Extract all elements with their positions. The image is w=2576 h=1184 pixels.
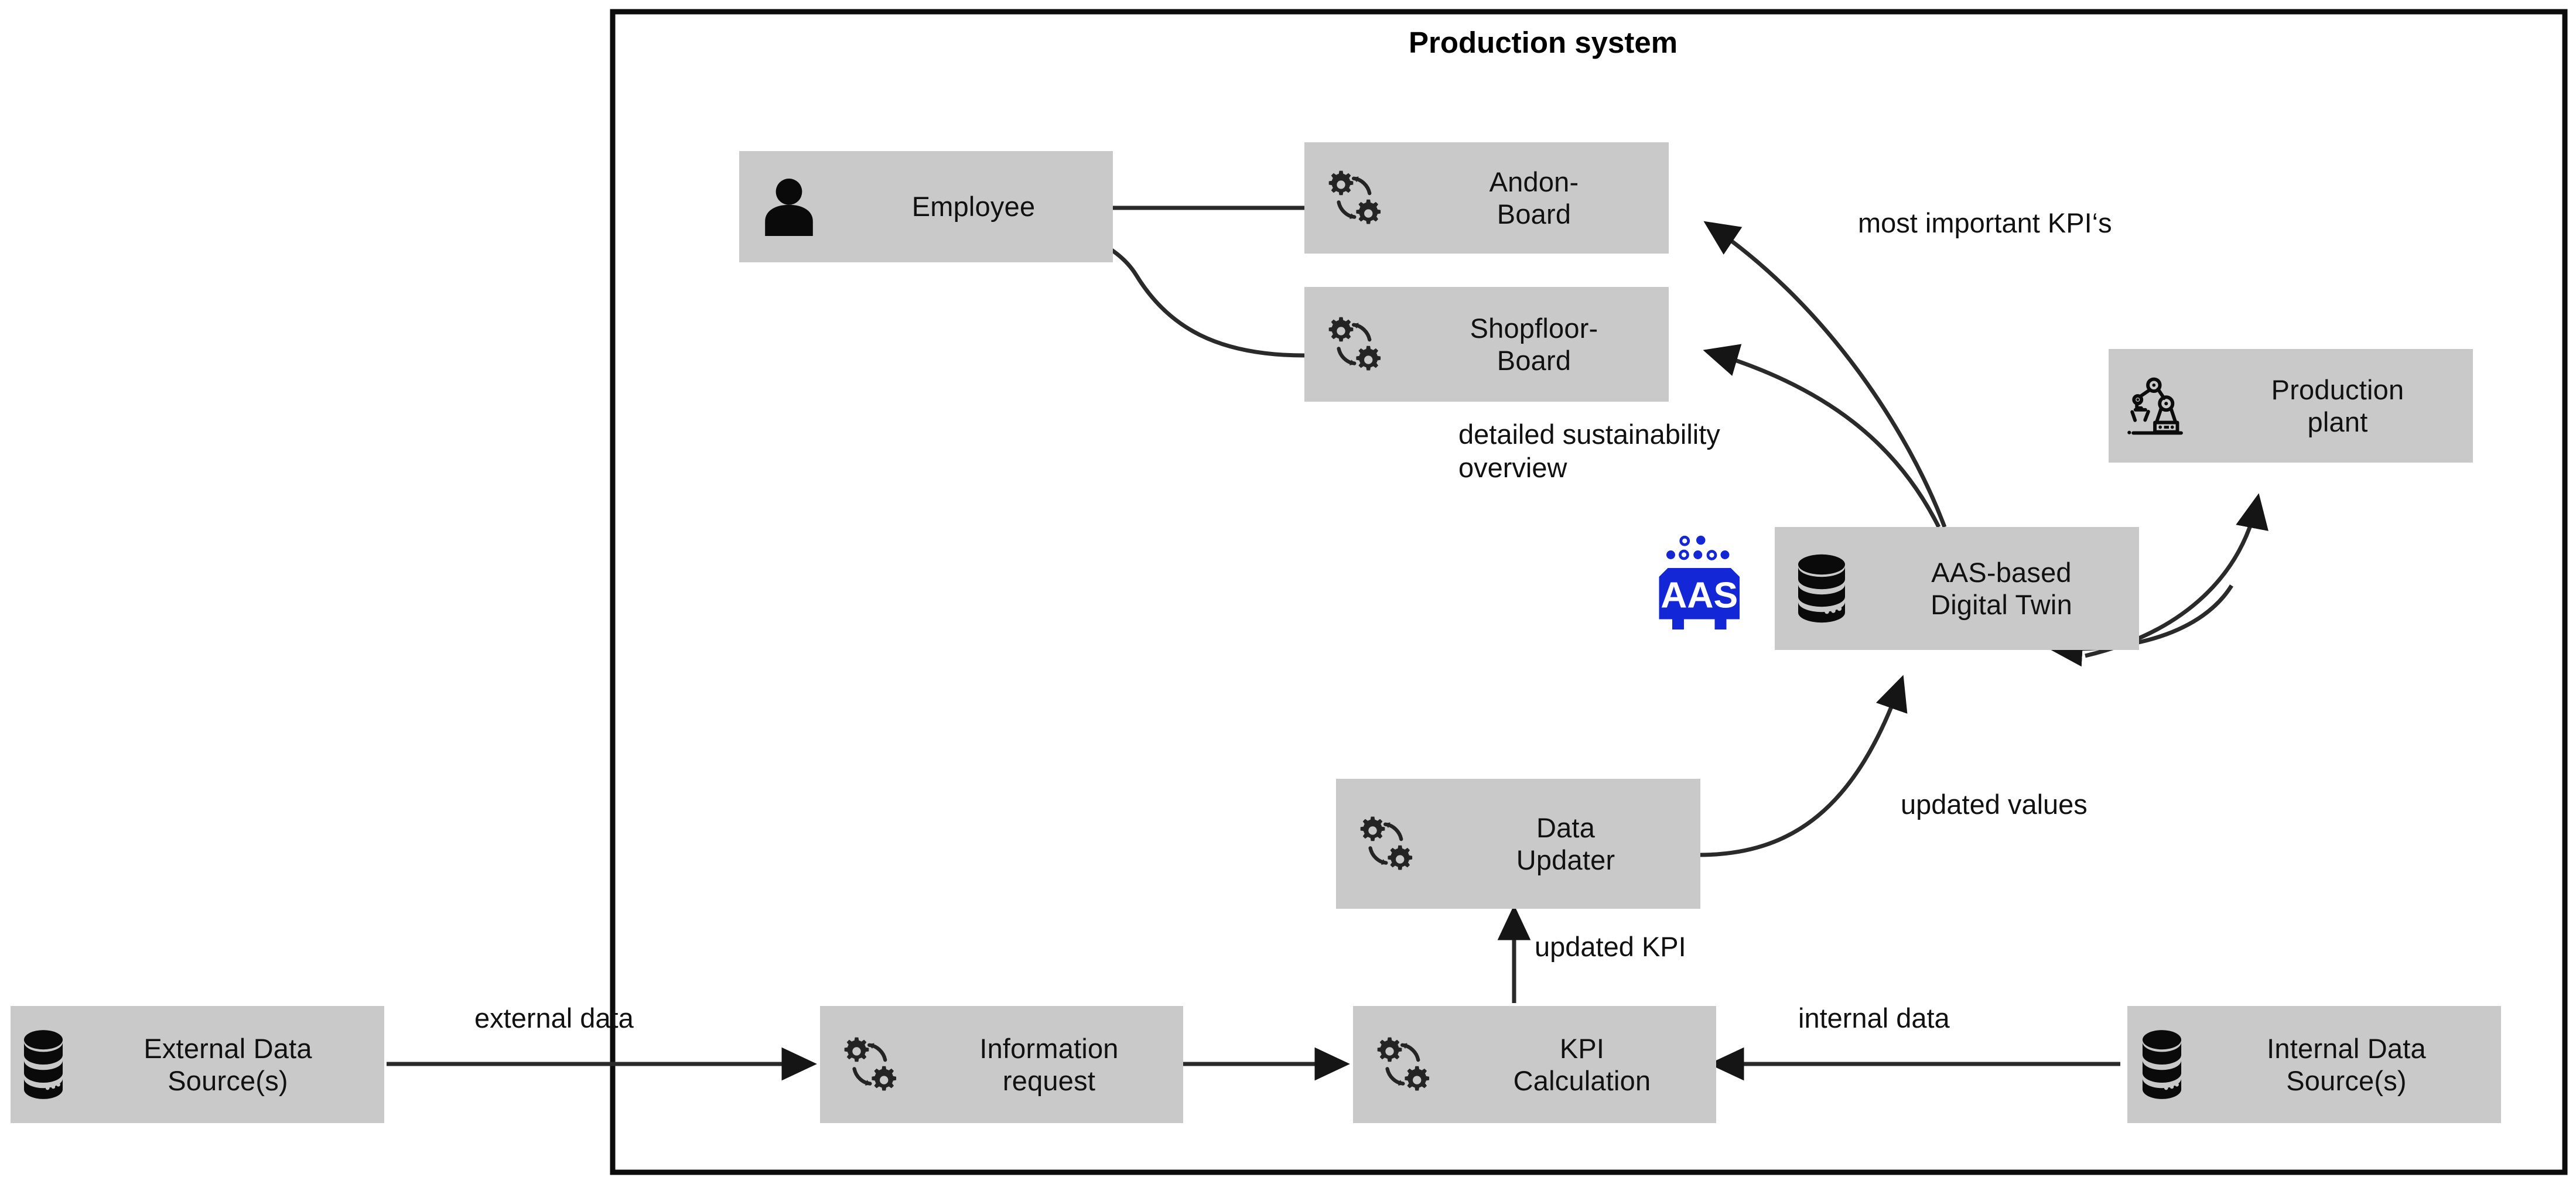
edge-updater-to-dt (1698, 675, 1908, 857)
gears-cycle-icon (1304, 312, 1404, 377)
edge-dt-to-shopfloor (1703, 344, 1941, 528)
node-label: Shopfloor- Board (1470, 312, 1598, 376)
node-andon-board[interactable]: Andon- Board (1304, 142, 1669, 254)
node-label: External Data Source(s) (144, 1032, 312, 1096)
node-employee[interactable]: Employee (739, 151, 1113, 262)
aas-logo-text: AAS (1661, 575, 1738, 616)
person-icon (739, 175, 839, 238)
node-label: Production plant (2271, 374, 2404, 437)
node-production-plant[interactable]: Production plant (2109, 349, 2473, 463)
node-information-request[interactable]: Information request (820, 1006, 1183, 1123)
edge-label-most-important-kpis: most important KPI‘s (1858, 207, 2112, 238)
node-label: KPI Calculation (1513, 1032, 1651, 1096)
edge-label-updated-values: updated values (1901, 789, 2088, 820)
edge-label-updated-kpi: updated KPI (1535, 931, 1686, 962)
node-kpi-calculation[interactable]: KPI Calculation (1353, 1006, 1716, 1123)
node-label: Andon- Board (1489, 166, 1579, 230)
aas-logo: AAS (1634, 527, 1766, 656)
database-icon (1775, 552, 1868, 625)
gears-cycle-icon (820, 1032, 920, 1097)
gears-cycle-icon (1304, 165, 1404, 231)
edge-label-internal-data: internal data (1798, 1002, 1950, 1034)
page-title: Production system (1409, 26, 1678, 59)
edge-dt-to-andon (1703, 221, 1947, 528)
node-data-updater[interactable]: Data Updater (1336, 779, 1700, 909)
gears-cycle-icon (1353, 1032, 1453, 1097)
gears-cycle-icon (1336, 811, 1436, 877)
node-shopfloor-board[interactable]: Shopfloor- Board (1304, 287, 1669, 402)
node-internal-data-source[interactable]: Internal Data Source(s) (2127, 1006, 2501, 1123)
node-label: Employee (911, 191, 1036, 223)
database-icon (2127, 1027, 2196, 1102)
node-label: Information request (979, 1032, 1119, 1096)
edge-label-detailed-sustainability-overview: detailed sustainability overview (1458, 419, 1720, 484)
database-icon (11, 1027, 76, 1102)
robot-arm-icon (2109, 371, 2207, 440)
node-label: AAS-based Digital Twin (1931, 556, 2072, 620)
node-external-data-source[interactable]: External Data Source(s) (11, 1006, 384, 1123)
node-digital-twin[interactable]: AAS-based Digital Twin (1775, 527, 2139, 650)
node-label: Data Updater (1516, 812, 1615, 875)
node-label: Internal Data Source(s) (2267, 1032, 2426, 1096)
edge-label-external-data: external data (474, 1002, 634, 1034)
